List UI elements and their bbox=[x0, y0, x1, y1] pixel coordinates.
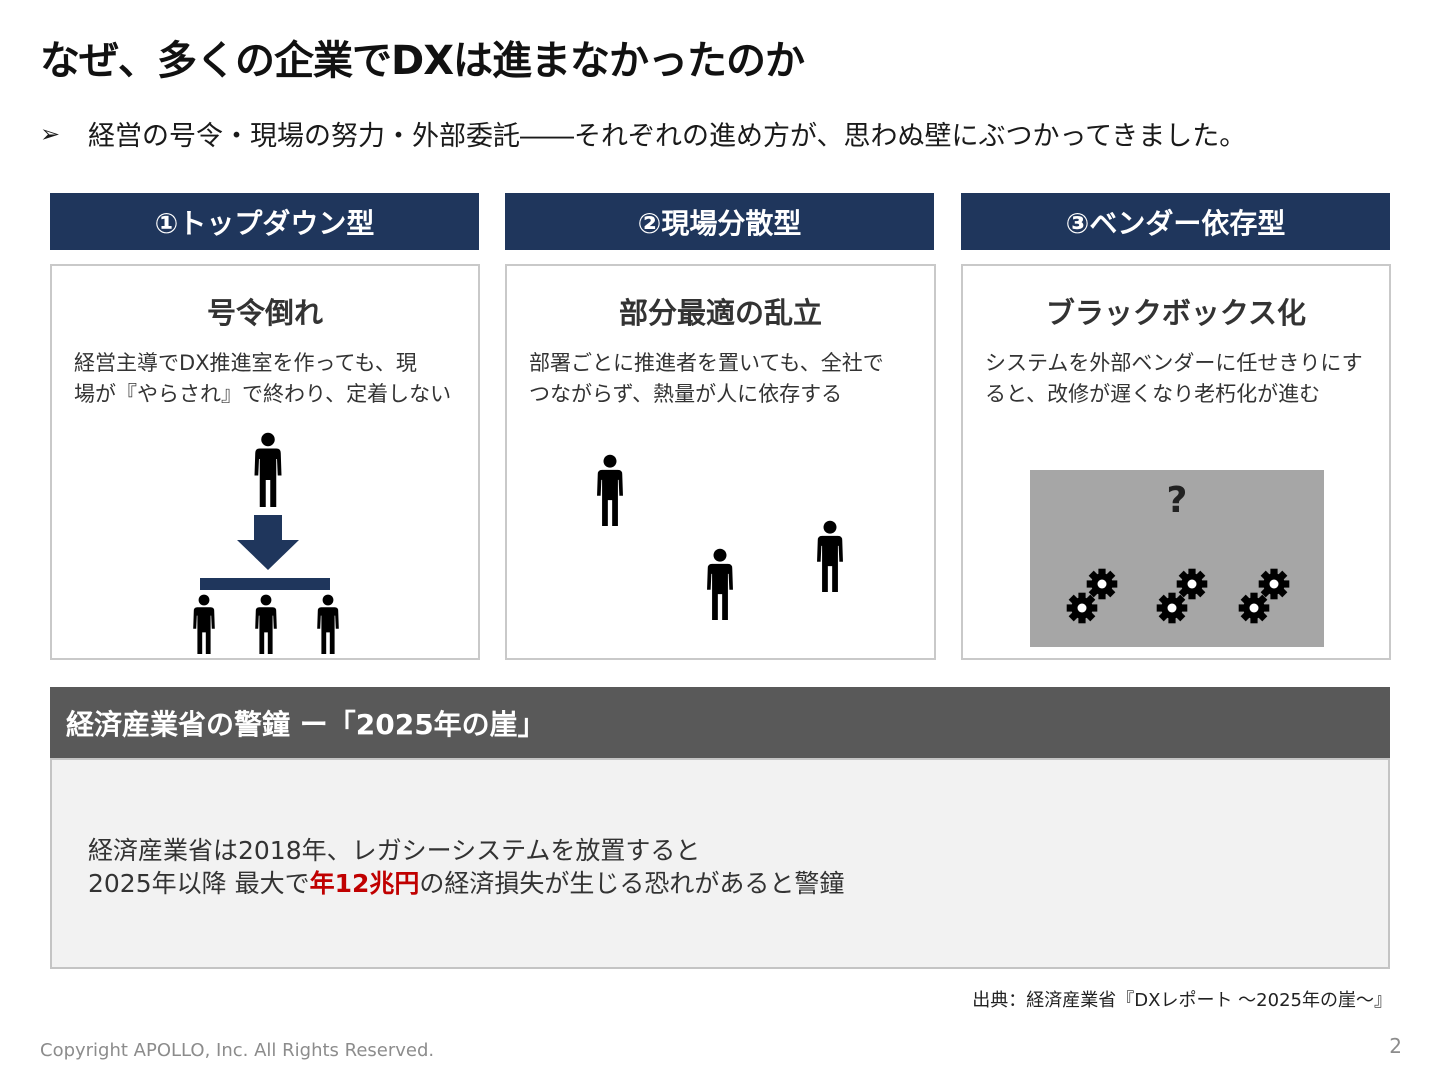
column-card-decentralized: 部分最適の乱立 部署ごとに推進者を置いても、全社で つながらず、熱量が人に依存す… bbox=[505, 264, 936, 660]
warning-box: 経済産業省は2018年、レガシーシステムを放置すると 2025年以降 最大で年1… bbox=[50, 758, 1390, 969]
card-description: システムを外部ベンダーに任せきりにす ると、改修が遅くなり老朽化が進む bbox=[985, 348, 1371, 410]
down-arrow-icon bbox=[237, 515, 299, 570]
card-title: 部分最適の乱立 bbox=[618, 296, 822, 330]
card-description: 経営主導でDX推進室を作っても、現 場が『やらされ』で終わり、定着しない bbox=[74, 348, 460, 410]
copyright-notice: Copyright APOLLO, Inc. All Rights Reserv… bbox=[40, 1040, 435, 1061]
warning-line-2: 2025年以降 最大で年12兆円の経済損失が生じる恐れがあると警鐘 bbox=[88, 867, 844, 900]
question-mark: ? bbox=[1166, 480, 1188, 521]
black-box-gears-icon: ? bbox=[1030, 470, 1324, 647]
lead-statement: ➢ 経営の号令・現場の努力・外部委託――それぞれの進め方が、思わぬ壁にぶつかって… bbox=[40, 114, 1246, 153]
column-card-vendor-dependent: ブラックボックス化 システムを外部ベンダーに任せきりにす ると、改修が遅くなり老… bbox=[961, 264, 1391, 660]
column-header-top-down: ①トップダウン型 bbox=[50, 193, 479, 250]
column-header-vendor-dependent: ③ベンダー依存型 bbox=[961, 193, 1390, 250]
source-citation: 出典：経済産業省『DXレポート ～2025年の崖～』 bbox=[972, 990, 1392, 1011]
card-title: ブラックボックス化 bbox=[1045, 296, 1307, 330]
lead-text: 経営の号令・現場の努力・外部委託――それぞれの進め方が、思わぬ壁にぶつかってきま… bbox=[88, 121, 1247, 152]
gear-icon bbox=[1238, 568, 1290, 624]
warning-line-2-prefix: 2025年以降 最大で bbox=[88, 869, 310, 898]
loss-amount-highlight: 年12兆円 bbox=[309, 869, 420, 898]
hierarchy-bar bbox=[200, 578, 330, 590]
top-down-hierarchy-icon bbox=[193, 432, 339, 654]
page-number: 2 bbox=[1389, 1034, 1402, 1058]
card-title: 号令倒れ bbox=[206, 296, 323, 330]
gear-icon bbox=[1066, 568, 1118, 624]
column-card-top-down: 号令倒れ 経営主導でDX推進室を作っても、現 場が『やらされ』で終わり、定着しな… bbox=[50, 264, 480, 660]
description-line: 経営主導でDX推進室を作っても、現 bbox=[74, 351, 417, 375]
description-line: つながらず、熱量が人に依存する bbox=[529, 382, 843, 406]
warning-header: 経済産業省の警鐘 ー「2025年の崖」 bbox=[50, 687, 1390, 758]
description-line: ると、改修が遅くなり老朽化が進む bbox=[985, 382, 1321, 406]
warning-line-1: 経済産業省は2018年、レガシーシステムを放置すると bbox=[88, 836, 701, 865]
description-line: 部署ごとに推進者を置いても、全社で bbox=[529, 351, 884, 375]
warning-line-2-suffix: の経済損失が生じる恐れがあると警鐘 bbox=[419, 869, 845, 898]
page-title: なぜ、多くの企業でDXは進まなかったのか bbox=[40, 38, 805, 84]
gear-icon bbox=[1156, 568, 1208, 624]
scattered-people-icon bbox=[597, 454, 843, 620]
description-line: システムを外部ベンダーに任せきりにす bbox=[985, 351, 1363, 375]
description-line: 場が『やらされ』で終わり、定着しない bbox=[74, 382, 452, 406]
warning-text: 経済産業省は2018年、レガシーシステムを放置すると 2025年以降 最大で年1… bbox=[88, 834, 844, 900]
card-description: 部署ごとに推進者を置いても、全社で つながらず、熱量が人に依存する bbox=[529, 348, 916, 410]
column-header-decentralized: ②現場分散型 bbox=[505, 193, 934, 250]
arrow-bullet-icon: ➢ bbox=[40, 119, 61, 148]
